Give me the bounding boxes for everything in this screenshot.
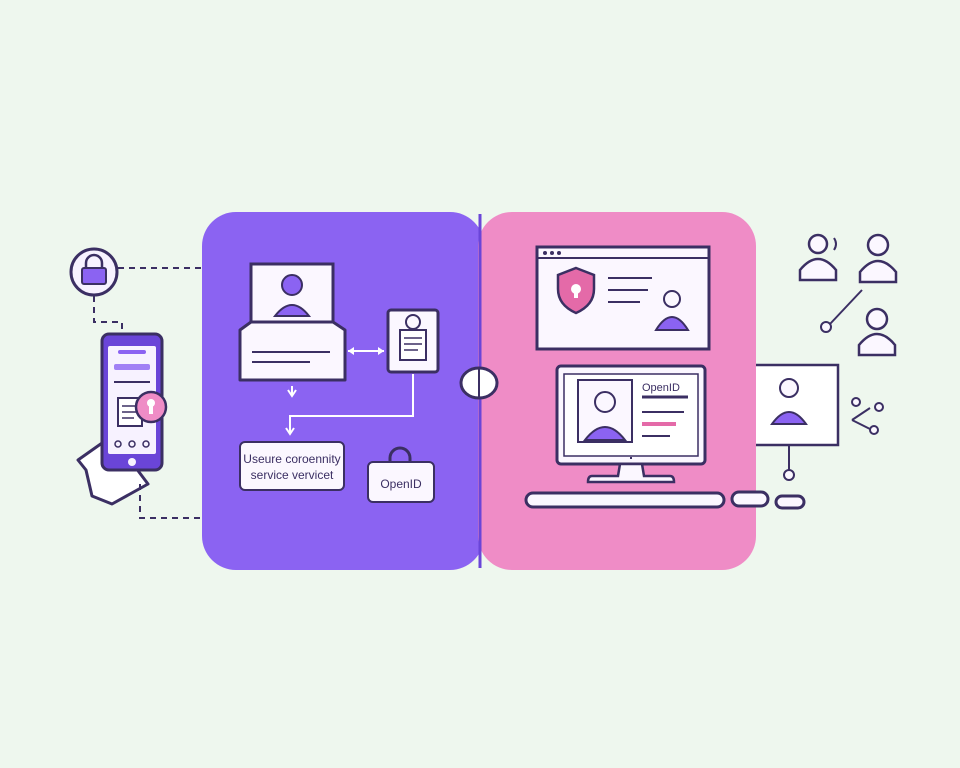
left-panel <box>202 212 484 570</box>
openid-badge: OpenID <box>367 446 435 503</box>
person-icon <box>582 391 628 441</box>
connector-id-to-service <box>289 374 414 432</box>
person-icon <box>770 378 808 425</box>
openid-badge-label: OpenID <box>380 477 422 491</box>
id-document-icon <box>386 308 440 374</box>
down-arrow <box>287 386 297 398</box>
shield-icon <box>556 266 596 315</box>
person-icon <box>654 290 690 331</box>
person-icon <box>857 307 897 357</box>
share-icon <box>851 397 884 435</box>
document-tray <box>238 320 347 382</box>
service-label-line1: Useure coroennity <box>243 452 340 466</box>
bidirectional-arrow <box>348 347 384 355</box>
panel-hinge <box>459 366 499 400</box>
connector-lock-to-phone <box>93 296 123 334</box>
keyhole-icon <box>134 390 168 424</box>
desktop-monitor: OpenID <box>524 364 806 510</box>
connector-phone-to-panel <box>139 484 204 519</box>
network-icon <box>798 233 898 357</box>
profile-card <box>756 363 840 481</box>
person-icon <box>798 233 838 282</box>
browser-window <box>535 245 711 351</box>
service-label-box: Useure coroennity service vervicet <box>239 441 345 491</box>
service-label-line2: service vervicet <box>251 468 334 482</box>
lock-badge <box>69 247 119 297</box>
person-icon <box>858 233 898 284</box>
monitor-title: OpenID <box>642 382 680 394</box>
